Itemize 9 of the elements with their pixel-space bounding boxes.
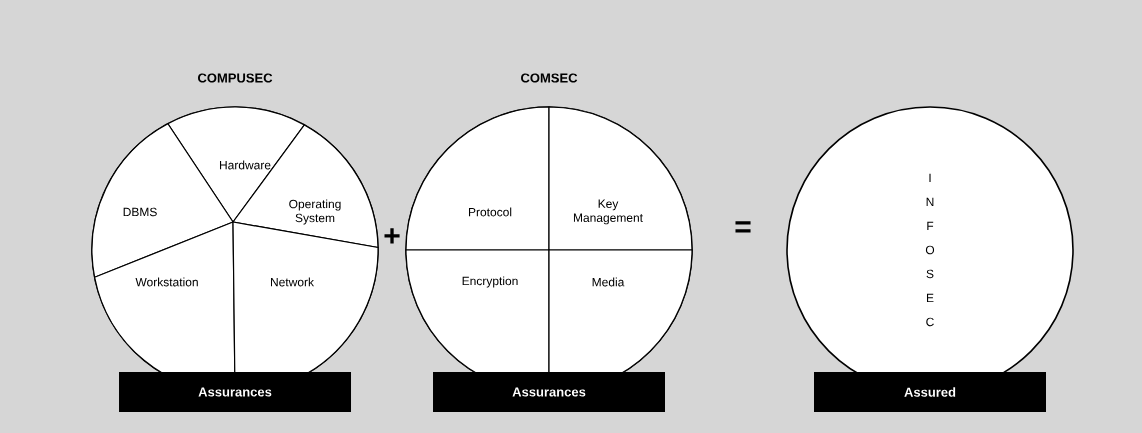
- node-label: COMSEC: [521, 73, 578, 83]
- operator-sign: +: [384, 228, 400, 244]
- label-bar: Assurances: [119, 372, 351, 412]
- pie-segment: Protocol: [405, 106, 550, 251]
- label-bar: Assurances: [433, 372, 665, 412]
- label-bar: Assured: [814, 372, 1046, 412]
- pie-segment: Key Management: [548, 106, 693, 251]
- operator-sign: =: [735, 221, 751, 233]
- node-label: COMPUSEC: [197, 73, 273, 83]
